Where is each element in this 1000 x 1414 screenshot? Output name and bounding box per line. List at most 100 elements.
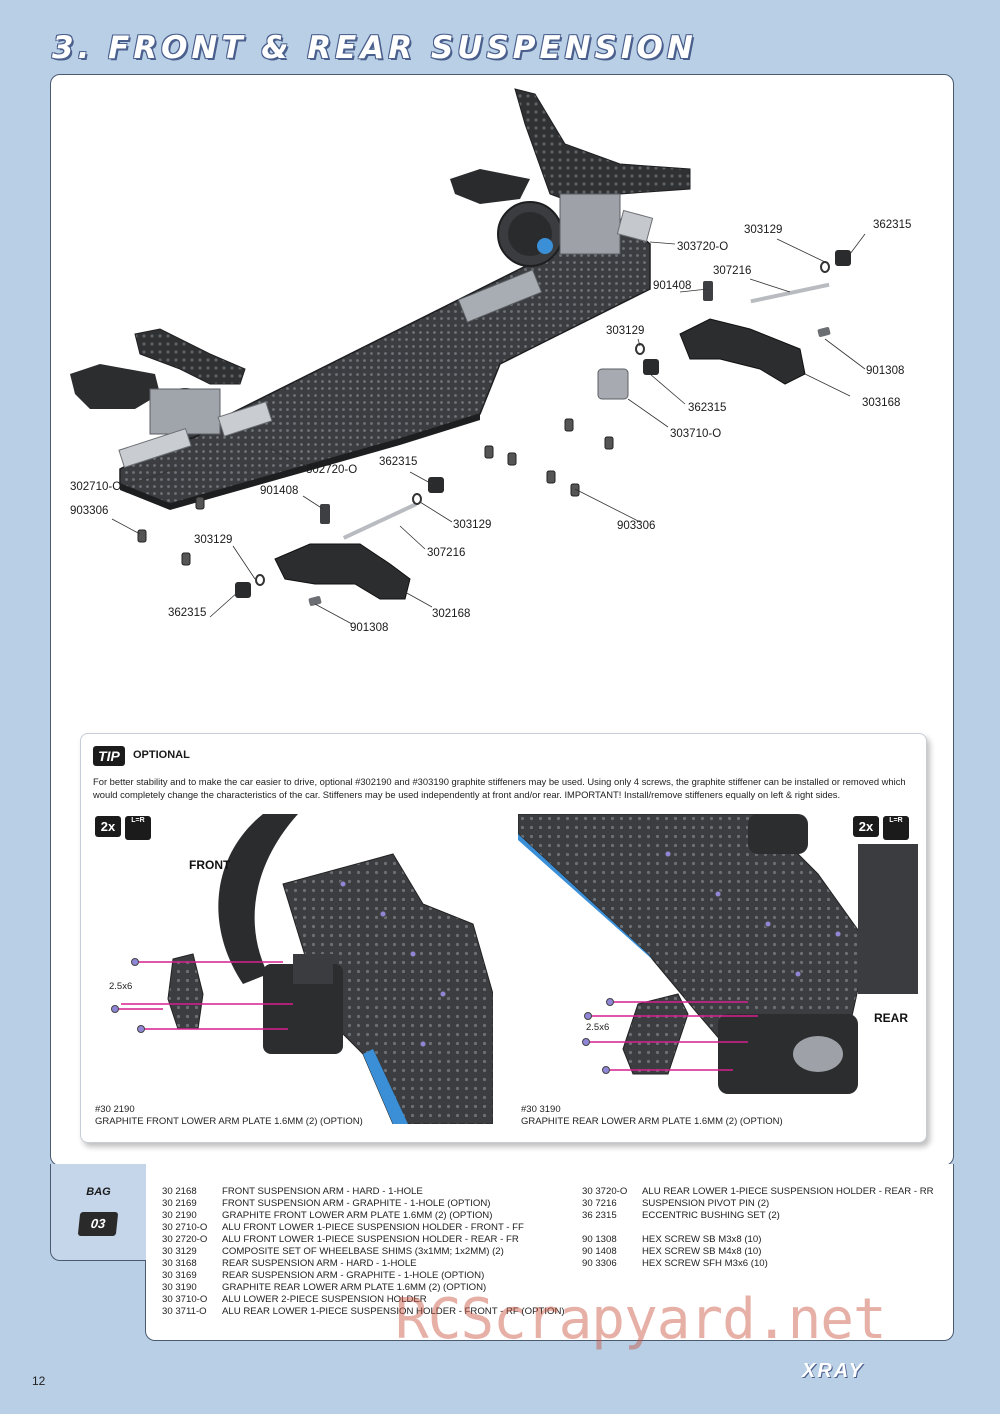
- callout-302168: 302168: [432, 608, 470, 620]
- rear-shock-tower: [514, 88, 691, 210]
- callout-303129: 303129: [453, 519, 491, 531]
- rear-stiffener-plate: [622, 993, 689, 1075]
- parts-list-right: 30 3720-O ALU REAR LOWER 1-PIECE SUSPENSI…: [582, 1186, 934, 1270]
- parts-row: 30 3129 COMPOSITE SET OF WHEELBASE SHIMS …: [162, 1246, 565, 1258]
- diff-hub: [537, 238, 553, 254]
- part-desc: FRONT SUSPENSION ARM - GRAPHITE - 1-HOLE…: [222, 1198, 491, 1209]
- part-desc: REAR SUSPENSION ARM - GRAPHITE - 1-HOLE …: [222, 1270, 485, 1281]
- rear-suspension-holder: [597, 368, 629, 400]
- parts-row: 30 3190 GRAPHITE REAR LOWER ARM PLATE 1.6…: [162, 1282, 565, 1294]
- callout-362315: 362315: [688, 402, 726, 414]
- rear-bulkhead: [559, 193, 621, 255]
- part-desc: ALU FRONT LOWER 1-PIECE SUSPENSION HOLDE…: [222, 1222, 524, 1233]
- callout-901308: 901308: [866, 365, 904, 377]
- left-equals-right-icon: L=R: [125, 816, 151, 840]
- part-code: 30 2710-O: [162, 1222, 208, 1233]
- tip-box: TIP OPTIONAL For better stability and to…: [80, 733, 927, 1143]
- part-desc: REAR SUSPENSION ARM - HARD - 1-HOLE: [222, 1258, 417, 1269]
- leader-lines: [111, 233, 866, 625]
- part-desc: FRONT SUSPENSION ARM - HARD - 1-HOLE: [222, 1186, 423, 1197]
- part-code: 36 2315: [582, 1210, 617, 1221]
- parts-list-panel: [145, 1164, 954, 1341]
- part-code: 30 3710-O: [162, 1294, 208, 1305]
- front-bulkhead: [149, 388, 221, 435]
- rear-caption-desc: GRAPHITE REAR LOWER ARM PLATE 1.6MM (2) …: [521, 1116, 783, 1127]
- front-stiffener-plate: [167, 953, 204, 1030]
- part-desc: ECCENTRIC BUSHING SET (2): [642, 1210, 780, 1221]
- parts-gap: [582, 1222, 934, 1234]
- part-desc: SUSPENSION PIVOT PIN (2): [642, 1198, 770, 1209]
- rear-shim: [635, 343, 645, 355]
- callout-901408: 901408: [260, 485, 298, 497]
- part-code: 90 1408: [582, 1246, 617, 1257]
- bag-number: 03: [77, 1212, 119, 1236]
- rear-direction-label: REAR: [874, 1011, 909, 1025]
- callout-362315: 362315: [168, 607, 206, 619]
- part-code: 30 3169: [162, 1270, 197, 1281]
- callout-303129: 303129: [194, 534, 232, 546]
- screws-903306: [137, 418, 614, 566]
- part-code: 30 2720-O: [162, 1234, 208, 1245]
- front-pivot-pin: [342, 502, 418, 540]
- callout-362315: 362315: [873, 219, 911, 231]
- motor-mount: [457, 269, 543, 323]
- part-code: 30 3129: [162, 1246, 197, 1257]
- callout-302710-o: 302710-O: [70, 481, 121, 493]
- part-code: 30 3190: [162, 1282, 197, 1293]
- quantity-badge: 2x: [853, 816, 879, 837]
- front-direction-label: FRONT: [189, 858, 231, 872]
- front-caption-desc: GRAPHITE FRONT LOWER ARM PLATE 1.6MM (2)…: [95, 1116, 363, 1127]
- part-desc: ALU REAR LOWER 1-PIECE SUSPENSION HOLDER…: [642, 1186, 934, 1197]
- part-code: 30 2168: [162, 1186, 197, 1197]
- callout-307216: 307216: [713, 265, 751, 277]
- rear-eccentric-bushing: [835, 250, 851, 266]
- part-desc: ALU REAR LOWER 1-PIECE SUSPENSION HOLDER…: [222, 1306, 565, 1317]
- callout-303720-o: 303720-O: [677, 241, 728, 253]
- callout-903306: 903306: [70, 505, 108, 517]
- parts-row: 30 3168 REAR SUSPENSION ARM - HARD - 1-HO…: [162, 1258, 565, 1270]
- brand-logo: XRAY: [802, 1360, 865, 1382]
- callout-303168: 303168: [862, 397, 900, 409]
- parts-row: 30 3710-O ALU LOWER 2-PIECE SUSPENSION HO…: [162, 1294, 565, 1306]
- part-code: 30 7216: [582, 1198, 617, 1209]
- part-code: 30 3168: [162, 1258, 197, 1269]
- parts-list-left: 30 2168 FRONT SUSPENSION ARM - HARD - 1-H…: [162, 1186, 565, 1318]
- watermark: RCScrapyard.net: [395, 1287, 887, 1352]
- parts-row: 30 2168 FRONT SUSPENSION ARM - HARD - 1-H…: [162, 1186, 565, 1198]
- front-screw-size-label: 2.5x6: [109, 981, 133, 992]
- rear-screw-size-label: 2.5x6: [586, 1022, 610, 1033]
- front-screw-901408: [320, 504, 330, 524]
- part-code: 30 3720-O: [582, 1186, 628, 1197]
- rear-stiffener-photo: [518, 814, 918, 1124]
- bag-tab: BAG 03: [50, 1164, 146, 1261]
- part-code: 30 2169: [162, 1198, 197, 1209]
- part-code: 30 3711-O: [162, 1306, 207, 1317]
- part-code: 90 1308: [582, 1234, 617, 1245]
- part-desc: HEX SCREW SB M4x8 (10): [642, 1246, 762, 1257]
- callout-901408: 901408: [653, 280, 691, 292]
- part-desc: ALU LOWER 2-PIECE SUSPENSION HOLDER: [222, 1294, 427, 1305]
- parts-row: 30 3169 REAR SUSPENSION ARM - GRAPHITE - …: [162, 1270, 565, 1282]
- parts-row: 36 2315 ECCENTRIC BUSHING SET (2): [582, 1210, 934, 1222]
- part-desc: COMPOSITE SET OF WHEELBASE SHIMS (3x1MM;…: [222, 1246, 504, 1257]
- tip-badge: TIP: [93, 746, 125, 766]
- callout-901308: 901308: [350, 622, 388, 634]
- part-desc: ALU FRONT LOWER 1-PIECE SUSPENSION HOLDE…: [222, 1234, 519, 1245]
- parts-row: 30 7216 SUSPENSION PIVOT PIN (2): [582, 1198, 934, 1210]
- chassis-plate-edge: [120, 414, 480, 510]
- front-caption-code: #30 2190: [95, 1104, 135, 1115]
- parts-row: 30 3720-O ALU REAR LOWER 1-PIECE SUSPENSI…: [582, 1186, 934, 1198]
- part-desc: GRAPHITE REAR LOWER ARM PLATE 1.6MM (2) …: [222, 1282, 487, 1293]
- parts-row: 30 2720-O ALU FRONT LOWER 1-PIECE SUSPENS…: [162, 1234, 565, 1246]
- rear-caption-code: #30 3190: [521, 1104, 561, 1115]
- front-arm-left: [70, 364, 160, 409]
- callout-903306: 903306: [617, 520, 655, 532]
- callout-303129: 303129: [744, 224, 782, 236]
- left-equals-right-icon: L=R: [883, 816, 909, 840]
- callout-307216: 307216: [427, 547, 465, 559]
- front-shock-tower: [134, 328, 246, 385]
- part-code: 30 2190: [162, 1210, 197, 1221]
